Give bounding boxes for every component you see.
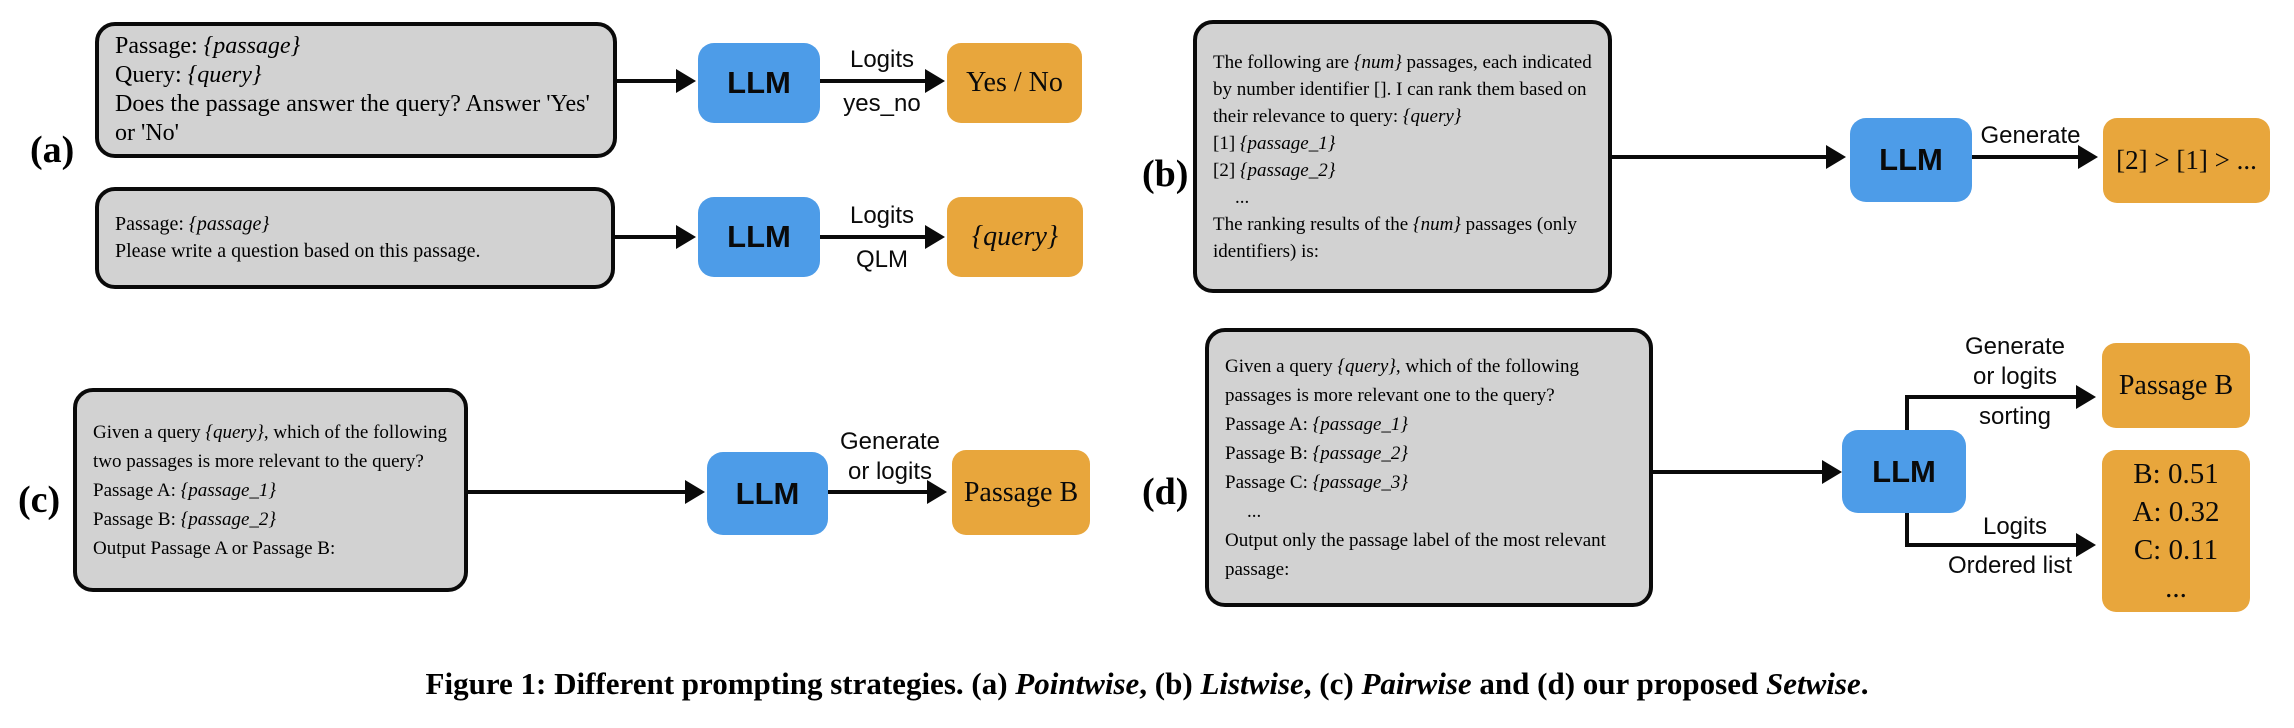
arrow-label-or-logits-c: or logits bbox=[847, 458, 933, 485]
arrow-label-generate-d: Generate bbox=[1964, 333, 2066, 360]
prompt-box-pointwise-relevance: Passage: {passage}Query: {query}Does the… bbox=[95, 22, 617, 158]
prompt-box-pairwise: Given a query {query}, which of the foll… bbox=[73, 388, 468, 592]
arrow-b-in-head bbox=[1826, 145, 1846, 169]
arrow-label-logits-a1: Logits bbox=[849, 46, 915, 73]
arrow-d-bottom-branch-head bbox=[2076, 533, 2096, 557]
panel-label-d: (d) bbox=[1142, 471, 1189, 513]
arrow-a2-in-line bbox=[615, 235, 678, 239]
output-box-yes-no: Yes / No bbox=[947, 43, 1082, 123]
arrow-a2-out-head bbox=[925, 225, 945, 249]
panel-label-a: (a) bbox=[30, 129, 75, 171]
llm-box-a2: LLM bbox=[698, 197, 820, 277]
arrow-d-bottom-branch-vline bbox=[1905, 513, 1909, 547]
panel-label-c: (c) bbox=[18, 479, 61, 521]
prompt-box-setwise: Given a query {query}, which of the foll… bbox=[1205, 328, 1653, 607]
arrow-c-in-head bbox=[685, 480, 705, 504]
llm-box-d: LLM bbox=[1842, 430, 1966, 513]
llm-box-b: LLM bbox=[1850, 118, 1972, 202]
arrow-c-out-head bbox=[927, 480, 947, 504]
figure-caption: Figure 1: Different prompting strategies… bbox=[425, 666, 1869, 701]
llm-box-a1: LLM bbox=[698, 43, 820, 123]
prompt-box-listwise: The following are {num} passages, each i… bbox=[1193, 20, 1612, 293]
panel-label-b: (b) bbox=[1142, 153, 1189, 195]
arrow-b-out-line bbox=[1972, 155, 2080, 159]
arrow-c-out-line bbox=[828, 490, 929, 494]
arrow-b-out-head bbox=[2078, 145, 2098, 169]
arrow-d-in-head bbox=[1822, 460, 1842, 484]
output-box-ranking: [2] > [1] > ... bbox=[2103, 118, 2270, 203]
arrow-label-ordered-list: Ordered list bbox=[1947, 552, 2073, 579]
output-box-query: {query} bbox=[947, 197, 1083, 277]
arrow-a2-in-head bbox=[676, 225, 696, 249]
arrow-label-generate-c: Generate bbox=[839, 428, 941, 455]
output-box-passage-b-c: Passage B bbox=[952, 450, 1090, 535]
arrow-label-generate-b: Generate bbox=[1980, 122, 2081, 149]
arrow-label-logits-d: Logits bbox=[1982, 513, 2048, 540]
arrow-a1-out-line bbox=[820, 79, 927, 83]
arrow-b-in-line bbox=[1612, 155, 1828, 159]
arrow-a2-out-line bbox=[820, 235, 927, 239]
arrow-label-sorting: sorting bbox=[1978, 403, 2052, 430]
arrow-d-top-branch-head bbox=[2076, 385, 2096, 409]
arrow-c-in-line bbox=[468, 490, 687, 494]
output-box-passage-b-d: Passage B bbox=[2102, 343, 2250, 428]
arrow-label-or-logits-d: or logits bbox=[1972, 363, 2058, 390]
arrow-a1-out-head bbox=[925, 69, 945, 93]
prompt-box-pointwise-qlm: Passage: {passage}Please write a questio… bbox=[95, 187, 615, 289]
arrow-a1-in-line bbox=[617, 79, 679, 83]
arrow-d-bottom-branch-line bbox=[1905, 543, 2078, 547]
arrow-label-qlm: QLM bbox=[855, 246, 908, 273]
arrow-label-logits-a2: Logits bbox=[849, 202, 915, 229]
arrow-label-yes-no: yes_no bbox=[843, 90, 921, 117]
arrow-d-top-branch-vline bbox=[1905, 397, 1909, 430]
arrow-a1-in-head bbox=[676, 69, 696, 93]
arrow-d-top-branch-line bbox=[1905, 395, 2078, 399]
arrow-d-in-line bbox=[1653, 470, 1824, 474]
llm-box-c: LLM bbox=[707, 452, 828, 535]
